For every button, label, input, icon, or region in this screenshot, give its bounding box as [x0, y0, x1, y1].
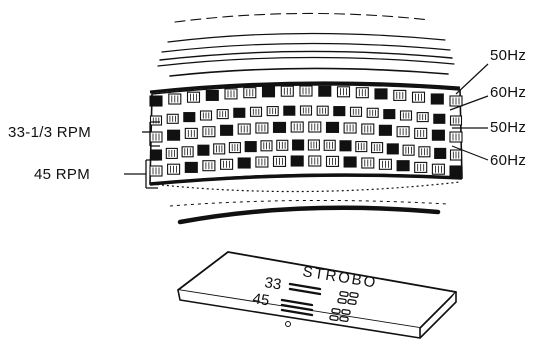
strobe-dot	[151, 150, 162, 160]
strobe-dot	[238, 158, 250, 168]
strobe-dot	[387, 144, 398, 154]
strobe-dot	[375, 89, 387, 99]
platter-base-curve	[180, 208, 438, 222]
strobo-card: STROBO 33 45	[178, 252, 456, 338]
strobe-dot	[198, 145, 209, 155]
label-60hz-lower: 60Hz	[490, 152, 526, 169]
strobe-dot	[431, 94, 443, 104]
strobe-dot	[291, 156, 303, 166]
strobe-dot	[150, 96, 162, 106]
strobe-dot	[344, 157, 356, 167]
strobe-dot	[245, 142, 256, 152]
strobe-dot	[384, 110, 395, 119]
strobe-dot	[434, 114, 445, 123]
label-45-rpm: 45 RPM	[34, 166, 90, 183]
strobe-dot	[327, 122, 339, 132]
strobe-dot	[334, 107, 345, 116]
strobe-dot	[379, 125, 391, 135]
strobe-dot	[221, 125, 233, 135]
strobe-dot	[450, 166, 462, 176]
label-33-rpm: 33-1/3 RPM	[8, 124, 91, 141]
platter-top-lines	[158, 13, 454, 76]
card-screw-hole	[286, 322, 291, 327]
strobe-dot	[397, 161, 409, 171]
strobe-dot	[206, 90, 218, 100]
strobe-dot	[435, 148, 446, 158]
strobe-dot	[263, 87, 275, 97]
label-60hz-upper: 60Hz	[490, 84, 526, 101]
strobe-dot	[319, 86, 331, 96]
strobe-dot	[293, 140, 304, 150]
strobo-speed-33: 33	[263, 274, 282, 293]
label-50hz-lower: 50Hz	[490, 119, 526, 136]
platter-base-thin	[170, 200, 448, 206]
strobe-dot	[432, 130, 444, 140]
strobe-dot	[274, 122, 286, 132]
strobe-dot	[234, 108, 245, 117]
strobe-dot	[185, 162, 197, 172]
strobe-dot	[184, 113, 195, 122]
strobe-dot	[284, 106, 295, 115]
strobe-dot	[168, 130, 180, 140]
label-50hz-upper: 50Hz	[490, 47, 526, 64]
strobe-dot	[340, 141, 351, 151]
strobo-speed-45: 45	[251, 290, 270, 309]
